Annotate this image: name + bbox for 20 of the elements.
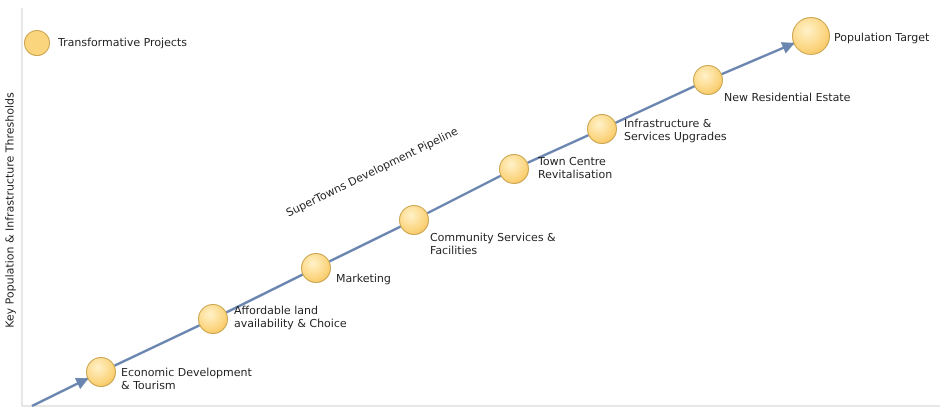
node-caption: Population Target: [834, 31, 930, 44]
axis-title: Key Population & Infrastructure Thresholds: [4, 92, 16, 328]
node-caption: New Residential Estate: [724, 91, 852, 104]
project-circle: [693, 65, 723, 95]
legend-text: Transformative Projects: [58, 36, 187, 49]
project-circle: [499, 154, 529, 184]
project-circle: [301, 253, 331, 283]
node-caption: Infrastructure & Services Upgrades: [624, 117, 728, 143]
node-caption: Economic Development & Tourism: [121, 366, 253, 392]
node-caption: Town Centre Revitalisation: [538, 155, 614, 181]
project-circle: [198, 304, 228, 334]
project-circle: [86, 357, 116, 387]
node-caption: Community Services & Facilities: [430, 231, 557, 257]
node-caption: Affordable land availability & Choice: [234, 304, 348, 330]
node-caption: Marketing: [336, 272, 392, 285]
project-circle: [587, 114, 617, 144]
project-circle: [399, 205, 429, 235]
arrow: [721, 42, 795, 76]
arrow: [31, 378, 89, 408]
project-circle: [792, 17, 830, 55]
